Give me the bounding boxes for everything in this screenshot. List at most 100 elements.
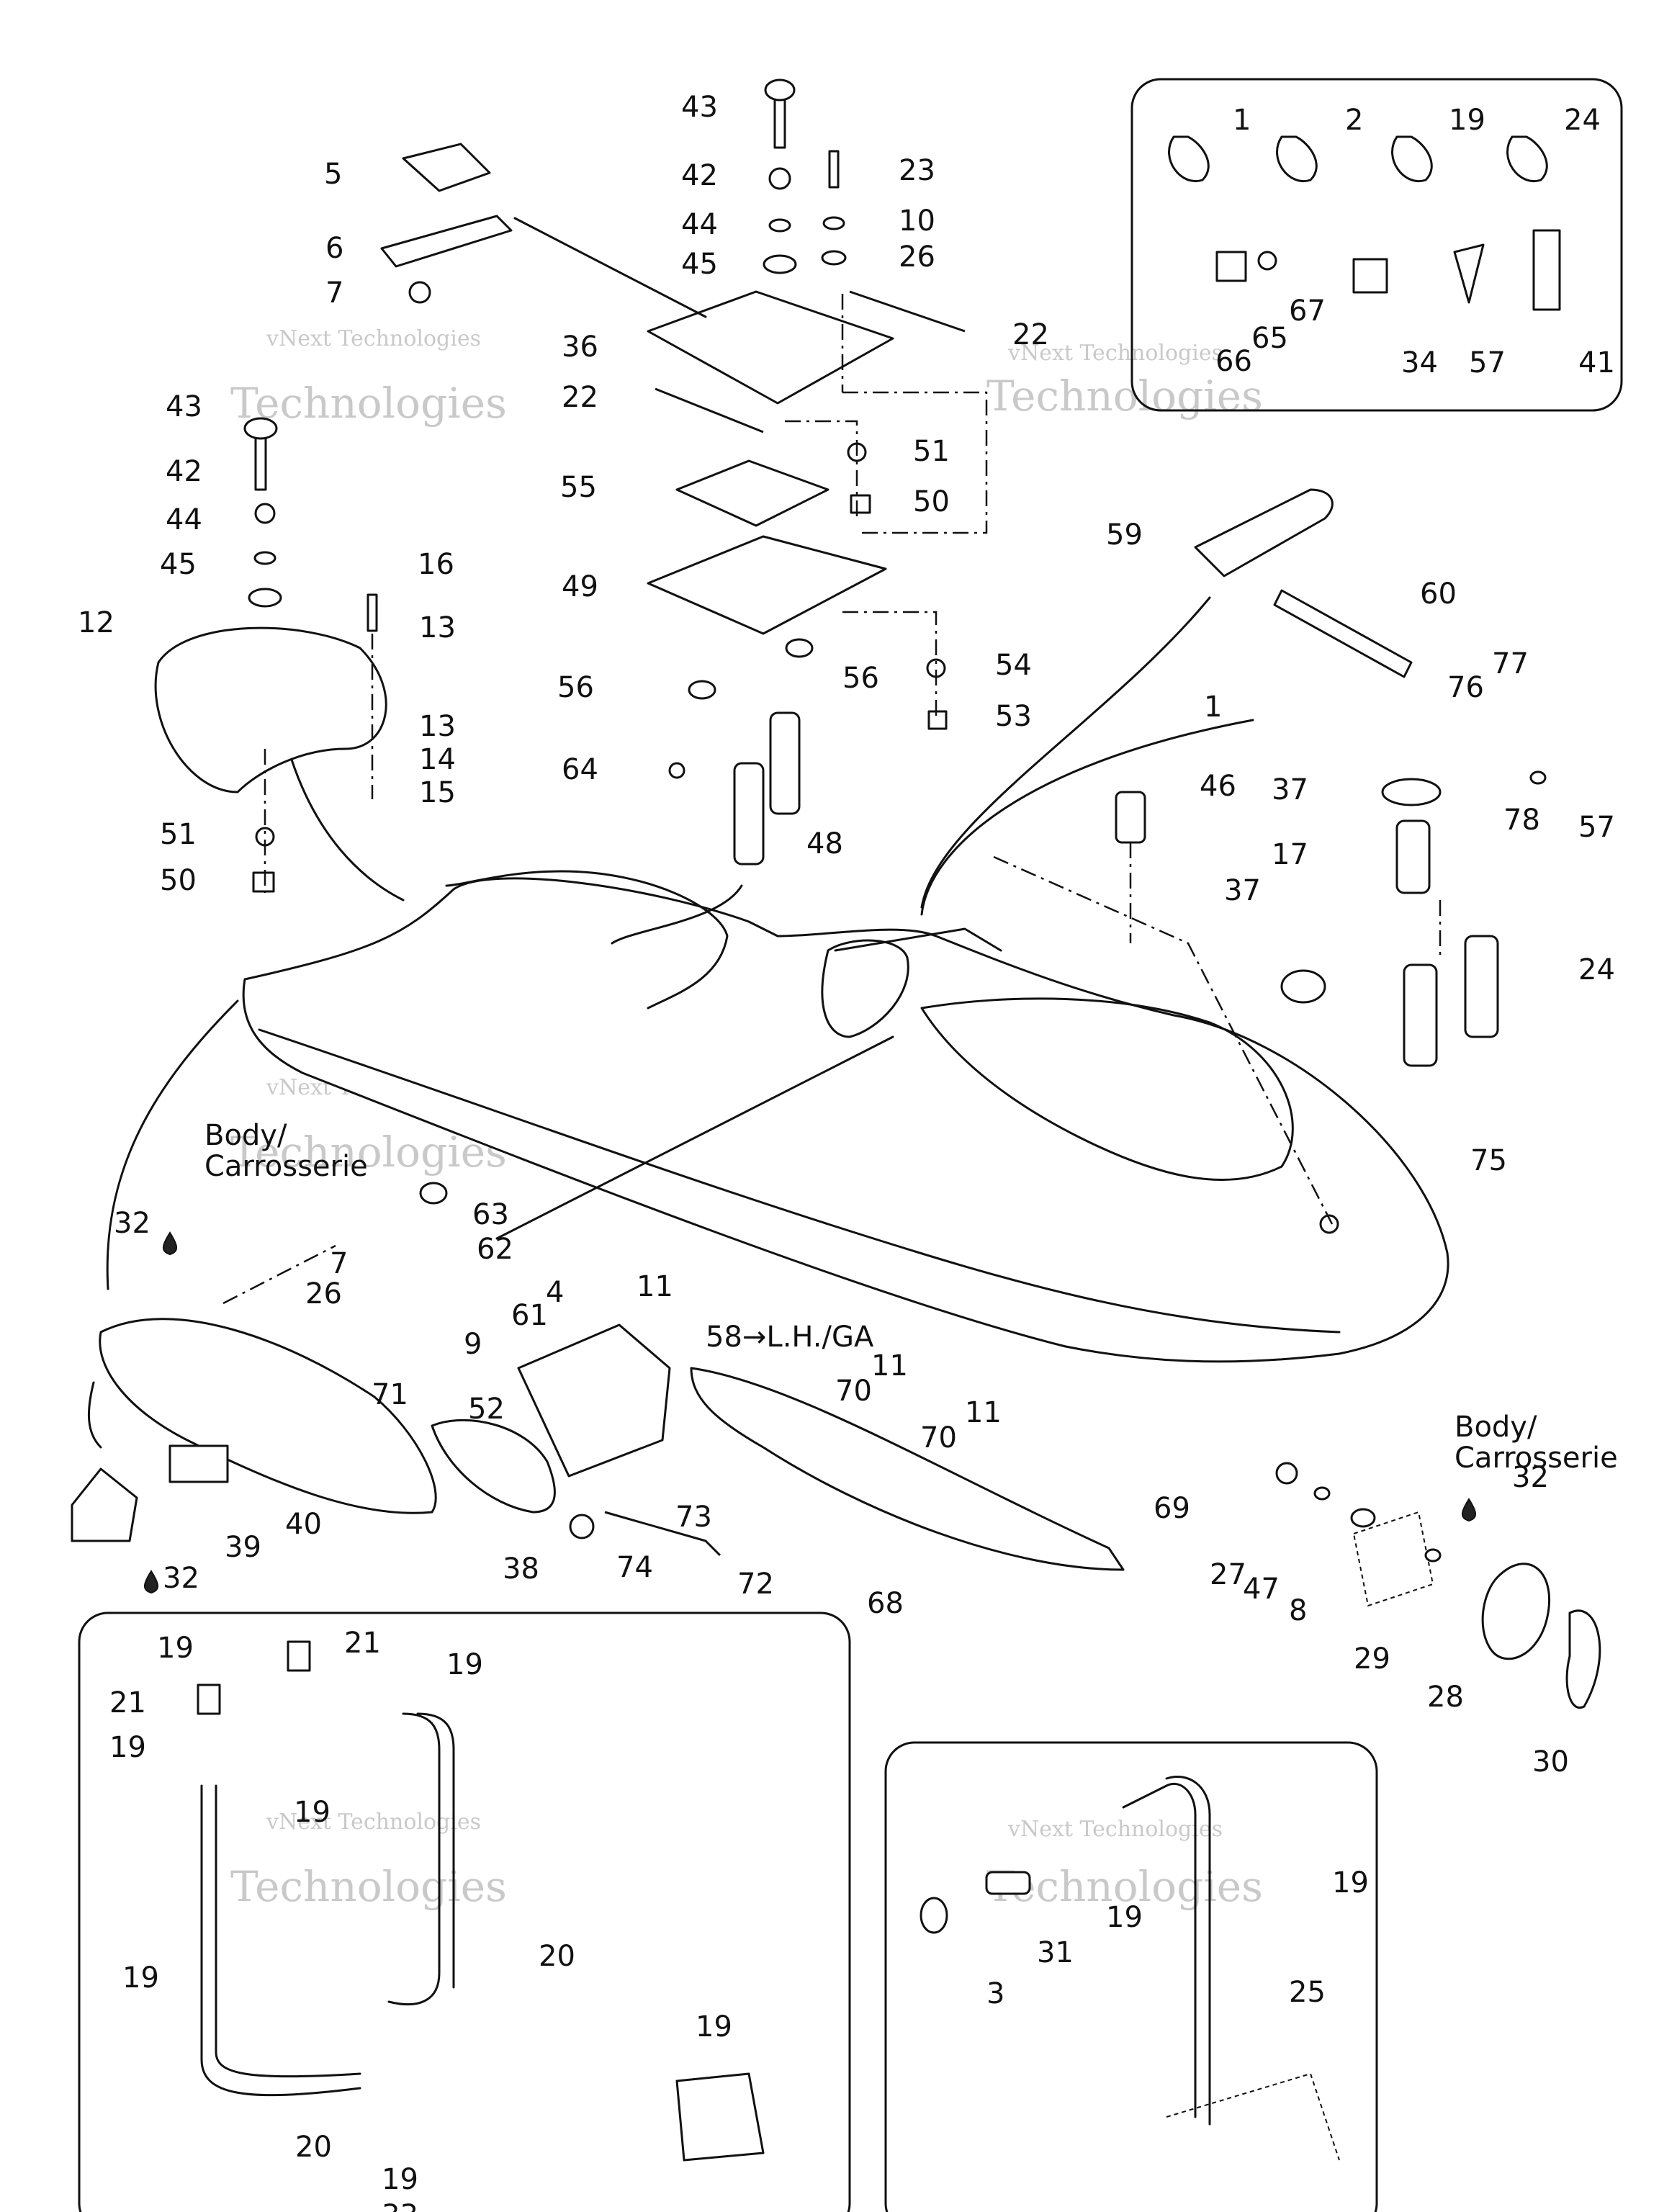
lens-71 [431,1419,556,1514]
callout: 20 [539,1940,575,1973]
note-left-hand: 58→L.H./GA [706,1321,874,1354]
callout: 3 [986,1977,1004,2010]
callout: 6 [325,232,343,265]
vent-inset-parts [920,1775,1340,2161]
rail-22 [655,387,764,433]
right-side-parts [1115,488,1547,1067]
vent-46 [1115,791,1146,844]
callout: 31 [1037,1936,1074,1969]
collar-37b [1280,969,1326,1004]
stud-43-left [254,431,267,491]
callout: 59 [1106,518,1143,552]
callout: 68 [867,1587,904,1620]
nut-27 [1275,1462,1298,1485]
fitting-21b [197,1683,221,1715]
bellows-tall [1403,963,1438,1067]
fastener-inset-icons [1168,135,1561,311]
callout: 72 [737,1568,774,1601]
callout: 77 [1492,647,1529,680]
callout: 43 [681,91,718,124]
callout: 51 [160,818,197,851]
strap-72 [604,1511,721,1557]
callout: 17 [1272,838,1308,871]
hull-outline [242,877,1449,1363]
callout: 53 [995,700,1032,733]
cap-30 [1565,1609,1601,1709]
callout: 19 [1332,1866,1369,1899]
watermark-line: vNext Technologies [266,1809,481,1835]
callout: 19 [382,2163,418,2196]
bezel-9 [517,1323,671,1478]
callout: 56 [557,671,594,704]
callout: 76 [1447,671,1484,704]
clip-34 [1352,258,1388,294]
callout: 43 [166,390,202,423]
hose-loop-b-inner [416,1712,455,1989]
callout: 57 [1578,811,1615,844]
note-body-line1: Body/ [204,1119,287,1152]
callout: 22 [1012,318,1049,351]
nut-74 [569,1514,595,1539]
washer-8 [1350,1508,1376,1528]
collar-37 [1381,778,1442,806]
callout: 48 [806,827,843,860]
pipe-59 [1194,488,1334,577]
callout: 69 [1154,1492,1190,1525]
inset-box-vent [884,1741,1378,2212]
battery-outline [1166,2072,1340,2161]
grommet-56b [785,638,814,658]
callout: 11 [637,1270,673,1303]
callout: 45 [160,548,197,581]
washer-67 [1257,251,1277,271]
vent-tube-25-inner [1165,1775,1211,2126]
callout: 28 [1427,1681,1464,1714]
callout: 40 [285,1508,322,1541]
arrow-path [611,884,743,945]
callout: 60 [1420,577,1457,611]
callout: 70 [835,1375,872,1408]
washer-10 [822,216,845,230]
note-body-line2: Carrosserie [1455,1442,1618,1475]
callout: 50 [160,864,197,897]
callout: 41 [1578,346,1615,379]
rail-22b [849,290,966,333]
arrow-path [290,758,405,902]
grommet-56 [688,680,716,700]
notes: Body/ Carrosserie Body/ Carrosserie 58→L… [204,1119,1618,1475]
centerline [785,420,858,518]
plug-63 [419,1182,448,1205]
callout: 37 [1224,874,1261,907]
callout: 11 [871,1349,908,1382]
callout: 13 [419,710,456,743]
plate-6 [380,215,513,268]
hose-loop-b [387,1712,441,2006]
callout: 11 [965,1396,1002,1429]
callout: 2 [1345,104,1363,137]
tie-clip-24 [1506,135,1548,183]
base-plate-49 [647,535,887,635]
arrow-path [920,596,1211,909]
callout: 19 [294,1796,331,1829]
lower-panels [71,1182,1125,1571]
callout: 56 [842,662,879,695]
callout: 13 [419,611,456,644]
bolt-23 [828,150,840,189]
arrow-path [87,1381,102,1449]
callout: 39 [225,1531,261,1564]
callout: 29 [1354,1642,1390,1676]
handle-12 [154,626,387,793]
callout: 7 [325,276,343,310]
bolt-16 [367,593,378,632]
left-bracket-assembly [154,143,513,893]
watermark-line: vNext Technologies [1007,341,1223,366]
fitting-21 [287,1640,311,1672]
support-plate-36 [647,290,894,405]
washer-44-left [253,551,276,565]
washer-29 [1424,1548,1442,1563]
front-deck-panel [920,997,1294,1182]
leader-lines [87,217,1442,1449]
callout: 23 [899,154,935,187]
arrow-path [920,719,1254,916]
callout: 9 [464,1328,482,1361]
